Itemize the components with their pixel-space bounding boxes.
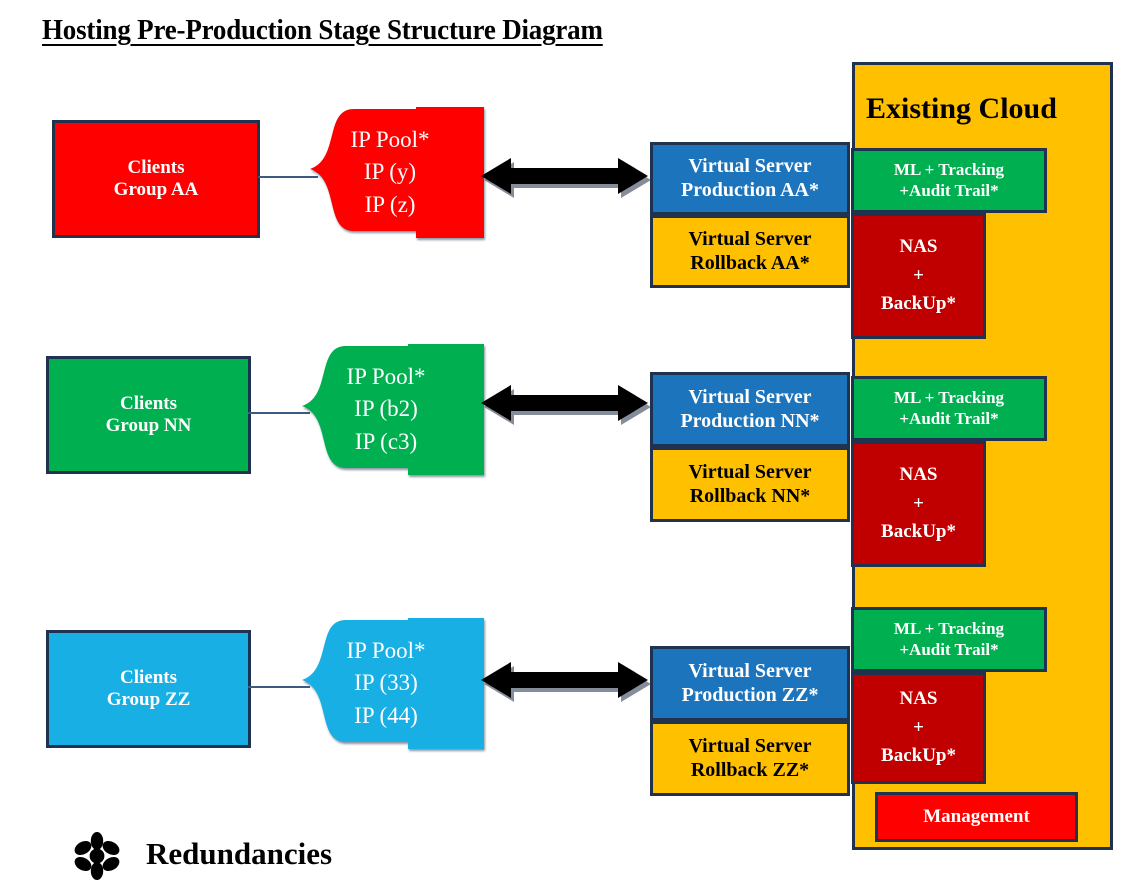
ml-zz-line1: ML + Tracking	[893, 619, 1005, 639]
redundancy-asterisk-icon	[74, 832, 120, 880]
ml-tracking-audit-nn-box[interactable]: ML + Tracking +Audit Trail*	[851, 376, 1047, 441]
nas-backup-aa-box[interactable]: NAS + BackUp*	[851, 213, 986, 339]
vs-production-zz-line1: Virtual Server	[688, 659, 812, 682]
ip-pool-nn-title: IP Pool*	[346, 363, 426, 389]
existing-cloud-label: Existing Cloud	[866, 92, 1057, 125]
vs-production-aa-line2: Production AA*	[681, 178, 819, 201]
management-label: Management	[923, 805, 1030, 827]
nas-aa-line2: +	[913, 264, 924, 286]
vs-production-nn-line2: Production NN*	[680, 409, 820, 432]
virtual-server-production-nn-box[interactable]: Virtual Server Production NN*	[650, 372, 850, 447]
nas-aa-line3: BackUp*	[881, 293, 956, 315]
vs-rollback-aa-line2: Rollback AA*	[690, 251, 810, 274]
virtual-server-production-aa-box[interactable]: Virtual Server Production AA*	[650, 142, 850, 215]
management-box[interactable]: Management	[875, 792, 1078, 842]
ml-tracking-audit-zz-box[interactable]: ML + Tracking +Audit Trail*	[851, 607, 1047, 672]
clients-group-nn-line1: Clients	[120, 392, 177, 414]
clients-group-nn-line2: Group NN	[105, 415, 192, 436]
connector-line-nn	[248, 412, 310, 414]
redundancy-legend-label: Redundancies	[146, 836, 333, 871]
clients-group-nn-box[interactable]: Clients Group NN	[46, 356, 251, 474]
virtual-server-rollback-nn-box[interactable]: Virtual Server Rollback NN*	[650, 447, 850, 522]
bidirectional-arrow-nn	[481, 385, 651, 425]
virtual-server-rollback-aa-box[interactable]: Virtual Server Rollback AA*	[650, 215, 850, 288]
ip-pool-aa-ip1: IP (y)	[363, 159, 417, 185]
nas-aa-line1: NAS	[899, 236, 938, 258]
vs-rollback-nn-line2: Rollback NN*	[689, 484, 811, 507]
bidirectional-arrow-aa	[481, 158, 651, 198]
ip-pool-zz-title: IP Pool*	[346, 637, 426, 663]
vs-rollback-nn-line1: Virtual Server	[688, 460, 812, 483]
vs-production-zz-line2: Production ZZ*	[681, 683, 819, 706]
ip-pool-zz-ip2: IP (44)	[354, 702, 418, 728]
nas-zz-line2: +	[913, 716, 924, 738]
ip-pool-aa-ip2: IP (z)	[364, 191, 416, 217]
nas-backup-nn-box[interactable]: NAS + BackUp*	[851, 441, 986, 567]
vs-production-nn-line1: Virtual Server	[688, 385, 812, 408]
nas-zz-line1: NAS	[899, 688, 938, 710]
clients-group-aa-line1: Clients	[127, 156, 185, 178]
ml-nn-line2: +Audit Trail*	[899, 408, 999, 428]
nas-nn-line2: +	[913, 492, 924, 514]
vs-rollback-zz-line2: Rollback ZZ*	[690, 758, 810, 781]
clients-group-aa-box[interactable]: Clients Group AA	[52, 120, 260, 238]
vs-rollback-zz-line1: Virtual Server	[688, 734, 812, 757]
ip-pool-zz-ip1: IP (33)	[354, 670, 418, 696]
ip-pool-zz[interactable]: IP Pool* IP (33) IP (44)	[288, 618, 484, 749]
ip-pool-aa[interactable]: IP Pool* IP (y) IP (z)	[296, 107, 484, 238]
ml-nn-line1: ML + Tracking	[893, 388, 1005, 408]
virtual-server-rollback-zz-box[interactable]: Virtual Server Rollback ZZ*	[650, 721, 850, 796]
ml-zz-line2: +Audit Trail*	[899, 639, 999, 659]
clients-group-zz-line2: Group ZZ	[106, 689, 191, 710]
ml-aa-line2: +Audit Trail*	[899, 180, 999, 200]
connector-line-aa	[258, 176, 318, 178]
clients-group-aa-line2: Group AA	[113, 179, 199, 200]
ip-pool-nn-ip2: IP (c3)	[354, 428, 418, 454]
ml-aa-line1: ML + Tracking	[893, 160, 1005, 180]
ip-pool-flag-shape-nn	[302, 344, 484, 475]
nas-backup-zz-box[interactable]: NAS + BackUp*	[851, 672, 986, 784]
bidirectional-arrow-zz	[481, 662, 651, 702]
nas-nn-line1: NAS	[899, 464, 938, 486]
page-title: Hosting Pre-Production Stage Structure D…	[42, 14, 603, 46]
clients-group-zz-line1: Clients	[120, 666, 177, 688]
ip-pool-flag-shape-zz	[302, 618, 484, 749]
virtual-server-production-zz-box[interactable]: Virtual Server Production ZZ*	[650, 646, 850, 721]
ip-pool-nn[interactable]: IP Pool* IP (b2) IP (c3)	[288, 344, 484, 475]
nas-zz-line3: BackUp*	[881, 745, 956, 767]
nas-nn-line3: BackUp*	[881, 521, 956, 543]
ip-pool-aa-title: IP Pool*	[350, 126, 430, 152]
ip-pool-nn-ip1: IP (b2)	[354, 396, 418, 422]
vs-production-aa-line1: Virtual Server	[688, 154, 812, 177]
vs-rollback-aa-line1: Virtual Server	[688, 227, 812, 250]
clients-group-zz-box[interactable]: Clients Group ZZ	[46, 630, 251, 748]
ml-tracking-audit-aa-box[interactable]: ML + Tracking +Audit Trail*	[851, 148, 1047, 213]
ip-pool-flag-shape-aa	[310, 107, 484, 238]
connector-line-zz	[248, 686, 310, 688]
